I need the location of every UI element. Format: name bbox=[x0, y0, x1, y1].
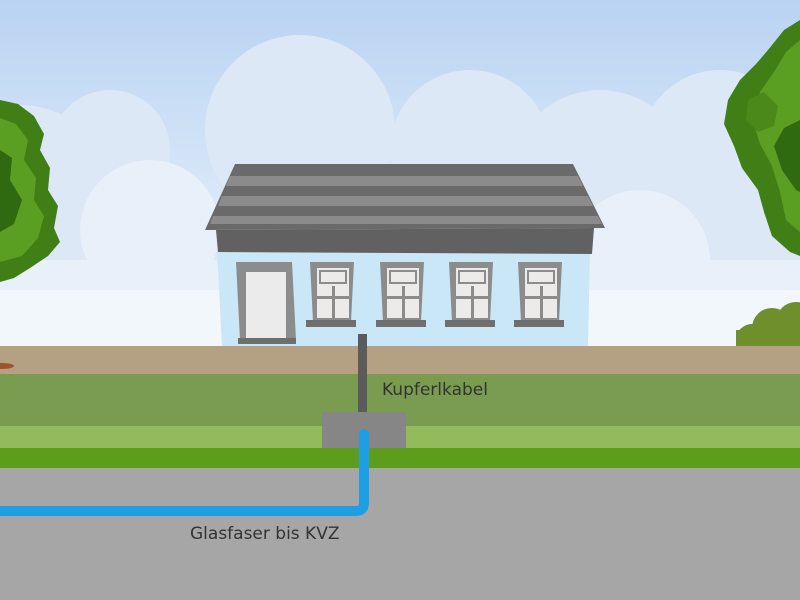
road bbox=[0, 468, 800, 600]
roof-stripes bbox=[210, 176, 602, 224]
dirt-path bbox=[0, 346, 800, 374]
copper-cable-label: Kupferlkabel bbox=[382, 380, 488, 400]
window-1 bbox=[306, 262, 356, 327]
roof-eave bbox=[216, 228, 594, 254]
window-4 bbox=[514, 262, 564, 327]
fiber-label: Glasfaser bis KVZ bbox=[190, 524, 340, 544]
left-tree bbox=[0, 100, 60, 282]
fiber-cable bbox=[0, 429, 369, 516]
copper-cable bbox=[358, 334, 367, 414]
house bbox=[205, 164, 605, 346]
grass-strip bbox=[0, 448, 800, 468]
right-tree bbox=[724, 20, 800, 256]
left-stump bbox=[0, 363, 14, 369]
window-2 bbox=[376, 262, 426, 327]
window-3 bbox=[445, 262, 495, 327]
door bbox=[236, 262, 296, 344]
